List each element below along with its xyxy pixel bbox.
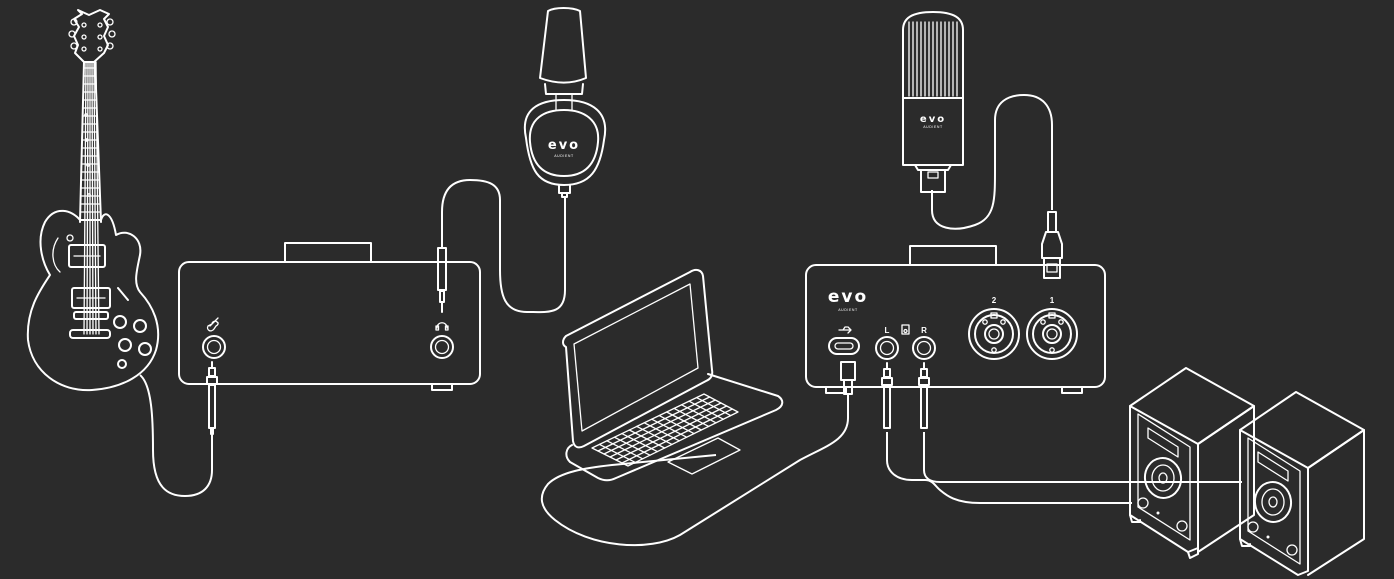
combo-input-2[interactable] (969, 309, 1019, 359)
combo-input-1[interactable] (1027, 309, 1077, 359)
headphones: evo AUDIENT (525, 8, 605, 197)
audio-interface-small (179, 243, 480, 390)
input-2-label: 2 (992, 296, 997, 305)
xlr-cable (932, 95, 1052, 229)
headphones-icon (436, 323, 448, 330)
output-left-label: L (885, 326, 890, 335)
usb-plug (841, 362, 855, 394)
xlr-plug (1042, 212, 1062, 278)
headphones-subbrand: AUDIENT (554, 154, 574, 158)
studio-monitor-right (1240, 392, 1364, 575)
microphone: evo AUDIENT (903, 12, 963, 192)
output-left-plug (882, 363, 892, 428)
usb-cable (542, 394, 848, 545)
interface-subbrand: AUDIENT (838, 308, 858, 312)
output-left-jack[interactable] (876, 337, 898, 359)
cables (140, 95, 1242, 545)
usb-icon (839, 327, 851, 333)
studio-monitor-left (1130, 368, 1254, 558)
headphone-jack[interactable] (431, 336, 453, 358)
guitar-cable (140, 375, 212, 496)
output-right-label: R (921, 326, 927, 335)
speaker-icon (902, 325, 909, 334)
output-right-jack[interactable] (913, 337, 935, 359)
output-right-plug (919, 363, 929, 428)
speaker-cable-right (924, 432, 1242, 482)
mic-subbrand: AUDIENT (923, 125, 943, 129)
input-1-label: 1 (1050, 296, 1055, 305)
laptop (563, 270, 782, 480)
headphone-jack-plug (438, 248, 446, 312)
headphones-brand: evo (548, 138, 580, 153)
guitar-jack-plug (207, 362, 217, 434)
guitar-icon (208, 318, 219, 331)
electric-guitar (28, 10, 158, 390)
mic-brand: evo (920, 114, 946, 125)
interface-brand: evo (828, 287, 868, 307)
instrument-jack[interactable] (203, 336, 225, 358)
headphone-cable (442, 180, 565, 312)
usb-port[interactable] (829, 338, 859, 354)
